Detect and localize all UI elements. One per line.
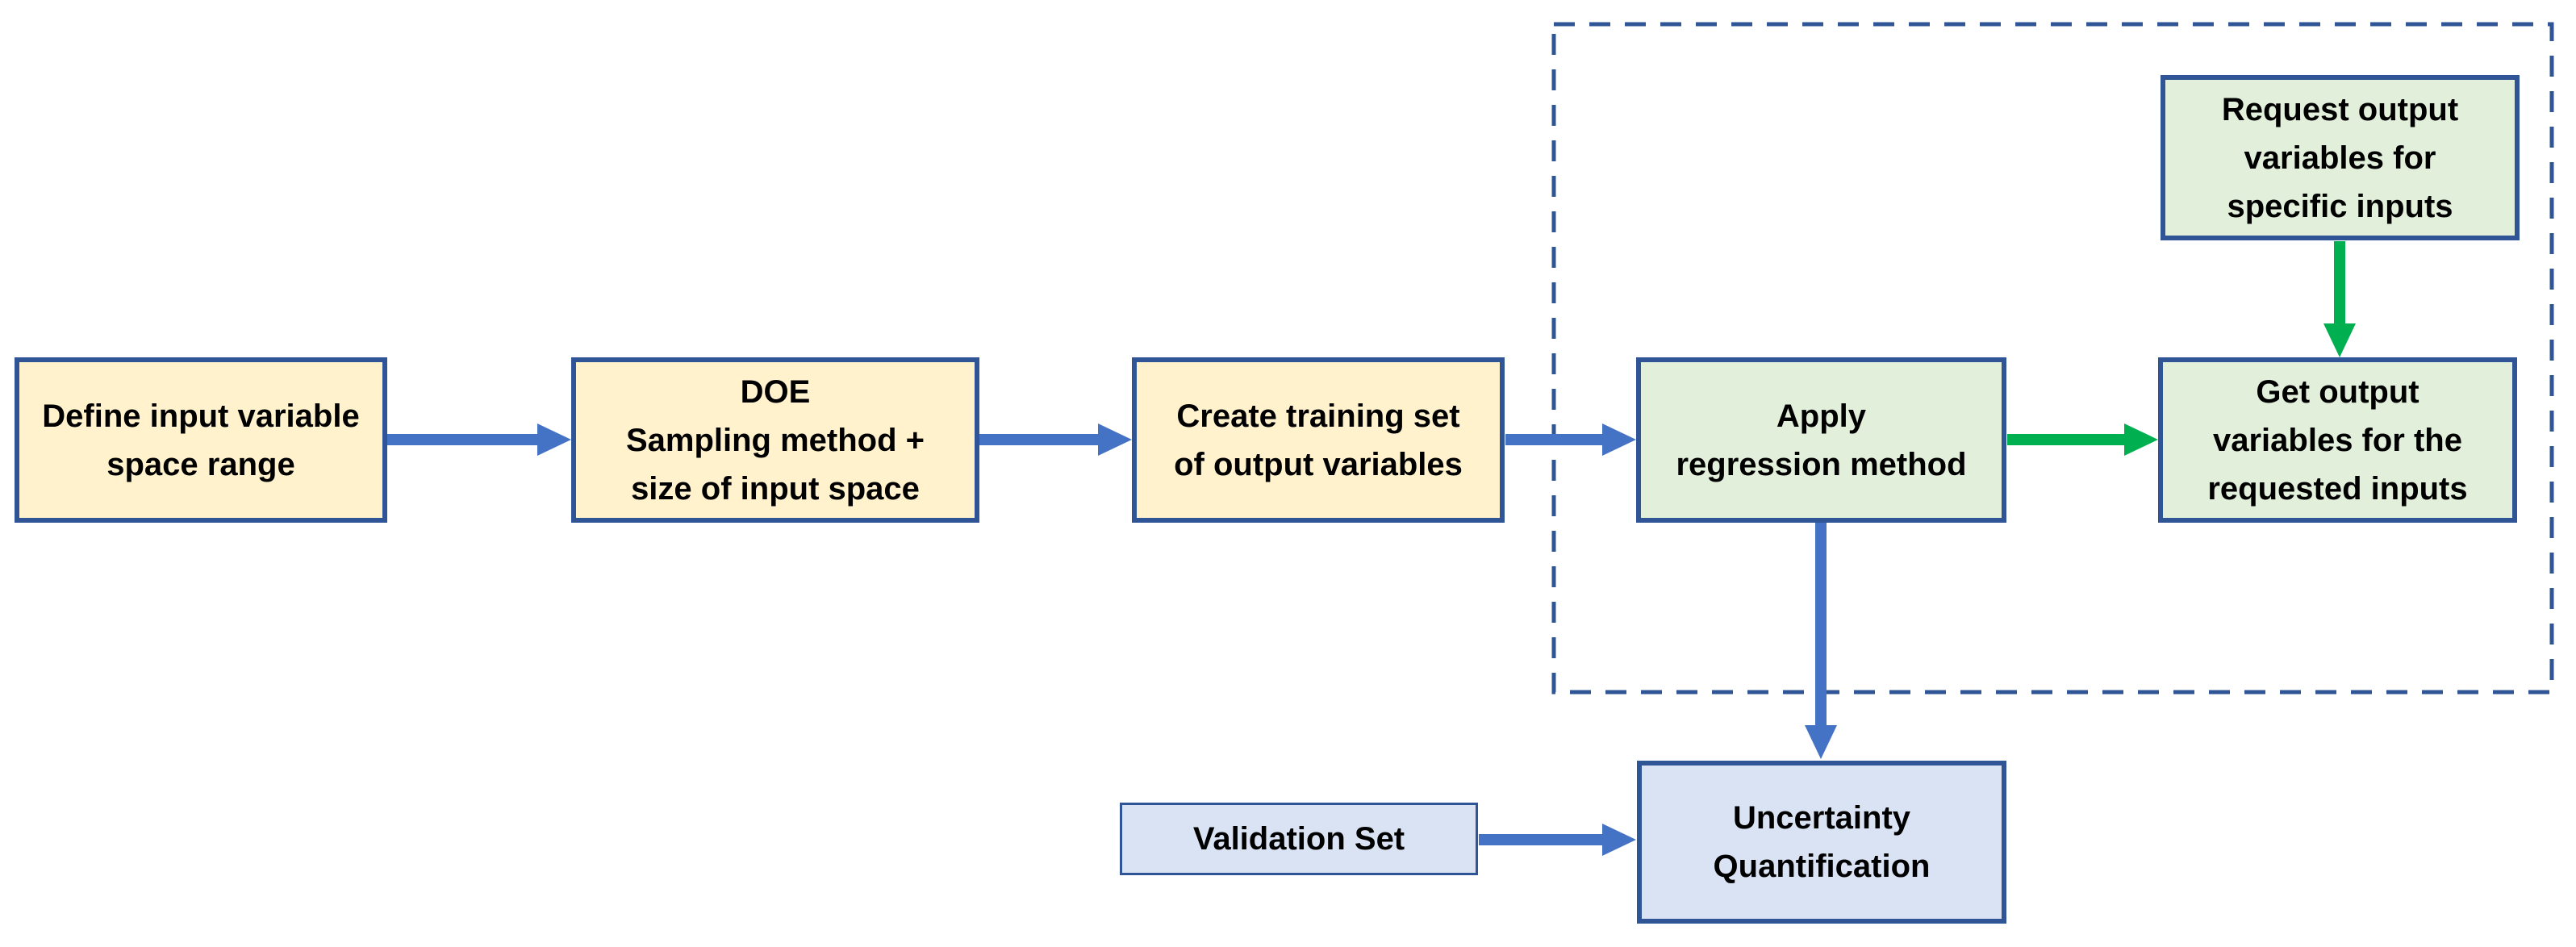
arrow-doe-to-training [979,423,1132,456]
node-define-input: Define input variable space range [15,357,387,523]
node-apply-regression-label: Apply regression method [1676,398,1967,482]
node-define-input-label: Define input variable space range [42,398,360,482]
node-uncertainty-quantification-label: Uncertainty Quantification [1713,800,1931,884]
node-apply-regression: Apply regression method [1636,357,2006,523]
arrow-define-to-doe [387,423,571,456]
node-create-training-set-label: Create training set of output variables [1174,398,1463,482]
node-doe-label: DOE Sampling method + size of input spac… [625,373,925,507]
arrow-request-to-get-output [2323,241,2356,357]
node-get-output-label: Get output variables for the requested i… [2207,373,2468,507]
node-uncertainty-quantification: Uncertainty Quantification [1637,761,2006,924]
arrow-validation-to-uq [1479,824,1636,856]
node-request-output: Request output variables for specific in… [2161,75,2520,240]
node-request-output-label: Request output variables for specific in… [2221,91,2459,224]
node-get-output: Get output variables for the requested i… [2158,357,2517,523]
arrow-regression-to-get-output [2007,423,2158,456]
arrow-training-to-regression [1505,423,1636,456]
node-create-training-set: Create training set of output variables [1132,357,1505,523]
node-validation-set: Validation Set [1120,803,1478,875]
node-doe: DOE Sampling method + size of input spac… [571,357,979,523]
node-validation-set-label: Validation Set [1192,821,1405,857]
arrow-regression-to-uq [1805,523,1837,759]
